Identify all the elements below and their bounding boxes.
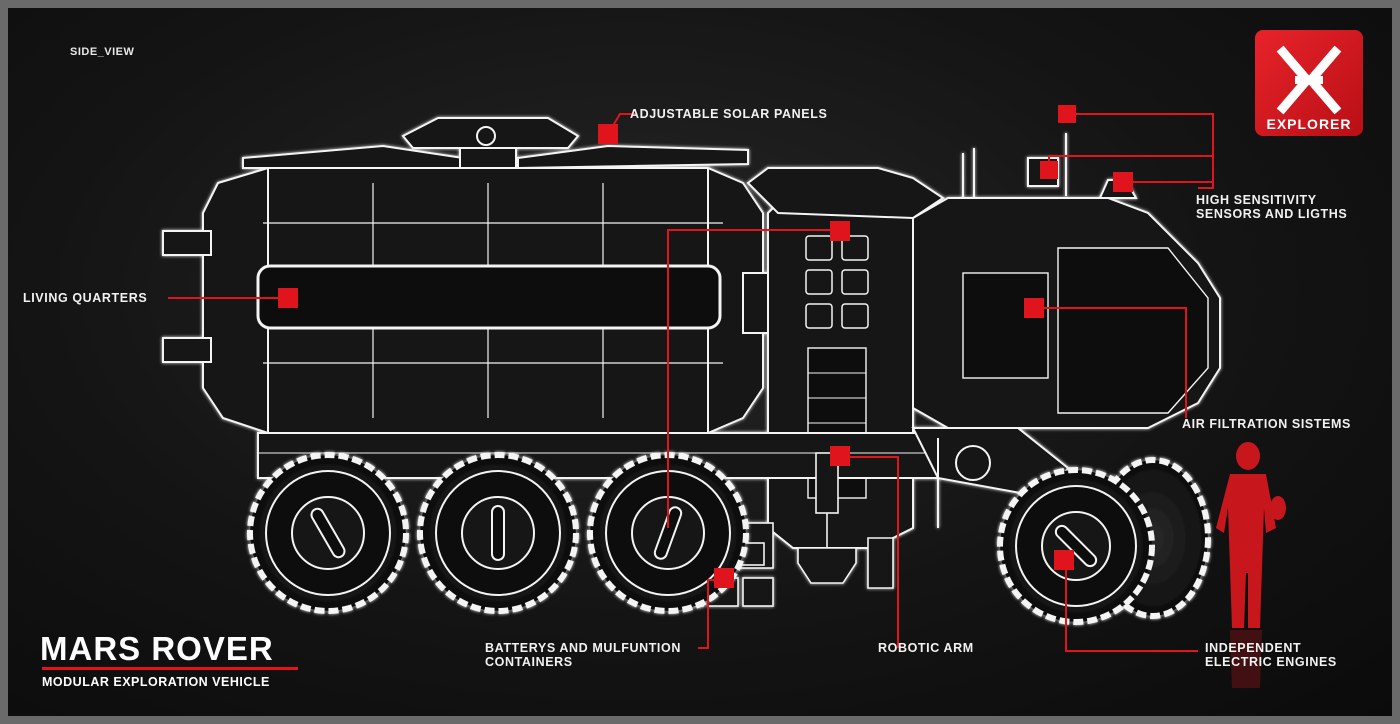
title-underline — [42, 667, 298, 670]
marker-engines — [1054, 550, 1074, 570]
logo-text: EXPLORER — [1266, 116, 1352, 132]
solar-panel-left — [242, 144, 464, 169]
wheel-3 — [587, 452, 749, 614]
label-engines: INDEPENDENT ELECTRIC ENGINES — [1205, 641, 1337, 669]
marker-containers — [830, 221, 850, 241]
view-label: SIDE_VIEW — [70, 46, 135, 58]
label-living-quarters: LIVING QUARTERS — [23, 291, 148, 305]
diagram-subtitle: MODULAR EXPLORATION VEHICLE — [42, 675, 270, 689]
label-batteries: BATTERYS AND MULFUNTION CONTAINERS — [485, 641, 681, 669]
marker-solar-panels — [598, 124, 618, 144]
marker-sensor-1 — [1058, 105, 1076, 123]
marker-air-filtration — [1024, 298, 1044, 318]
wheel-2 — [417, 452, 579, 614]
callout-markers — [278, 105, 1133, 588]
label-sensors: HIGH SENSITIVITY SENSORS AND LIGTHS — [1196, 193, 1348, 221]
wheel-4 — [997, 467, 1155, 625]
diagram-canvas: SIDE_VIEW EXPLORER ADJUSTABLE SOLAR PANE… — [8, 8, 1392, 716]
x-logo-icon — [1276, 45, 1342, 115]
callout-lines — [168, 113, 1214, 652]
label-air-filtration: AIR FILTRATION SISTEMS — [1182, 417, 1351, 431]
rover-body — [162, 117, 1221, 607]
marker-sensor-2 — [1040, 161, 1058, 179]
human-silhouette — [1216, 442, 1286, 628]
robotic-arm — [797, 452, 894, 589]
label-robotic-arm: ROBOTIC ARM — [878, 641, 974, 655]
storage-containers — [805, 235, 869, 329]
cab-roof — [746, 167, 945, 220]
marker-batteries — [714, 568, 734, 588]
diagram-title: MARS ROVER — [40, 630, 274, 667]
living-quarters-window — [256, 264, 722, 330]
wheel-1 — [247, 452, 409, 614]
marker-sensor-3 — [1113, 172, 1133, 192]
solar-panel-right — [517, 144, 749, 170]
marker-living-quarters — [278, 288, 298, 308]
human-reflection — [1230, 630, 1262, 688]
label-solar-panels: ADJUSTABLE SOLAR PANELS — [630, 107, 828, 121]
wheels — [247, 452, 1211, 625]
explorer-logo: EXPLORER — [1255, 30, 1363, 136]
solar-hinge — [476, 126, 496, 146]
marker-robotic-arm — [830, 446, 850, 466]
rover-blueprint — [162, 105, 1286, 688]
